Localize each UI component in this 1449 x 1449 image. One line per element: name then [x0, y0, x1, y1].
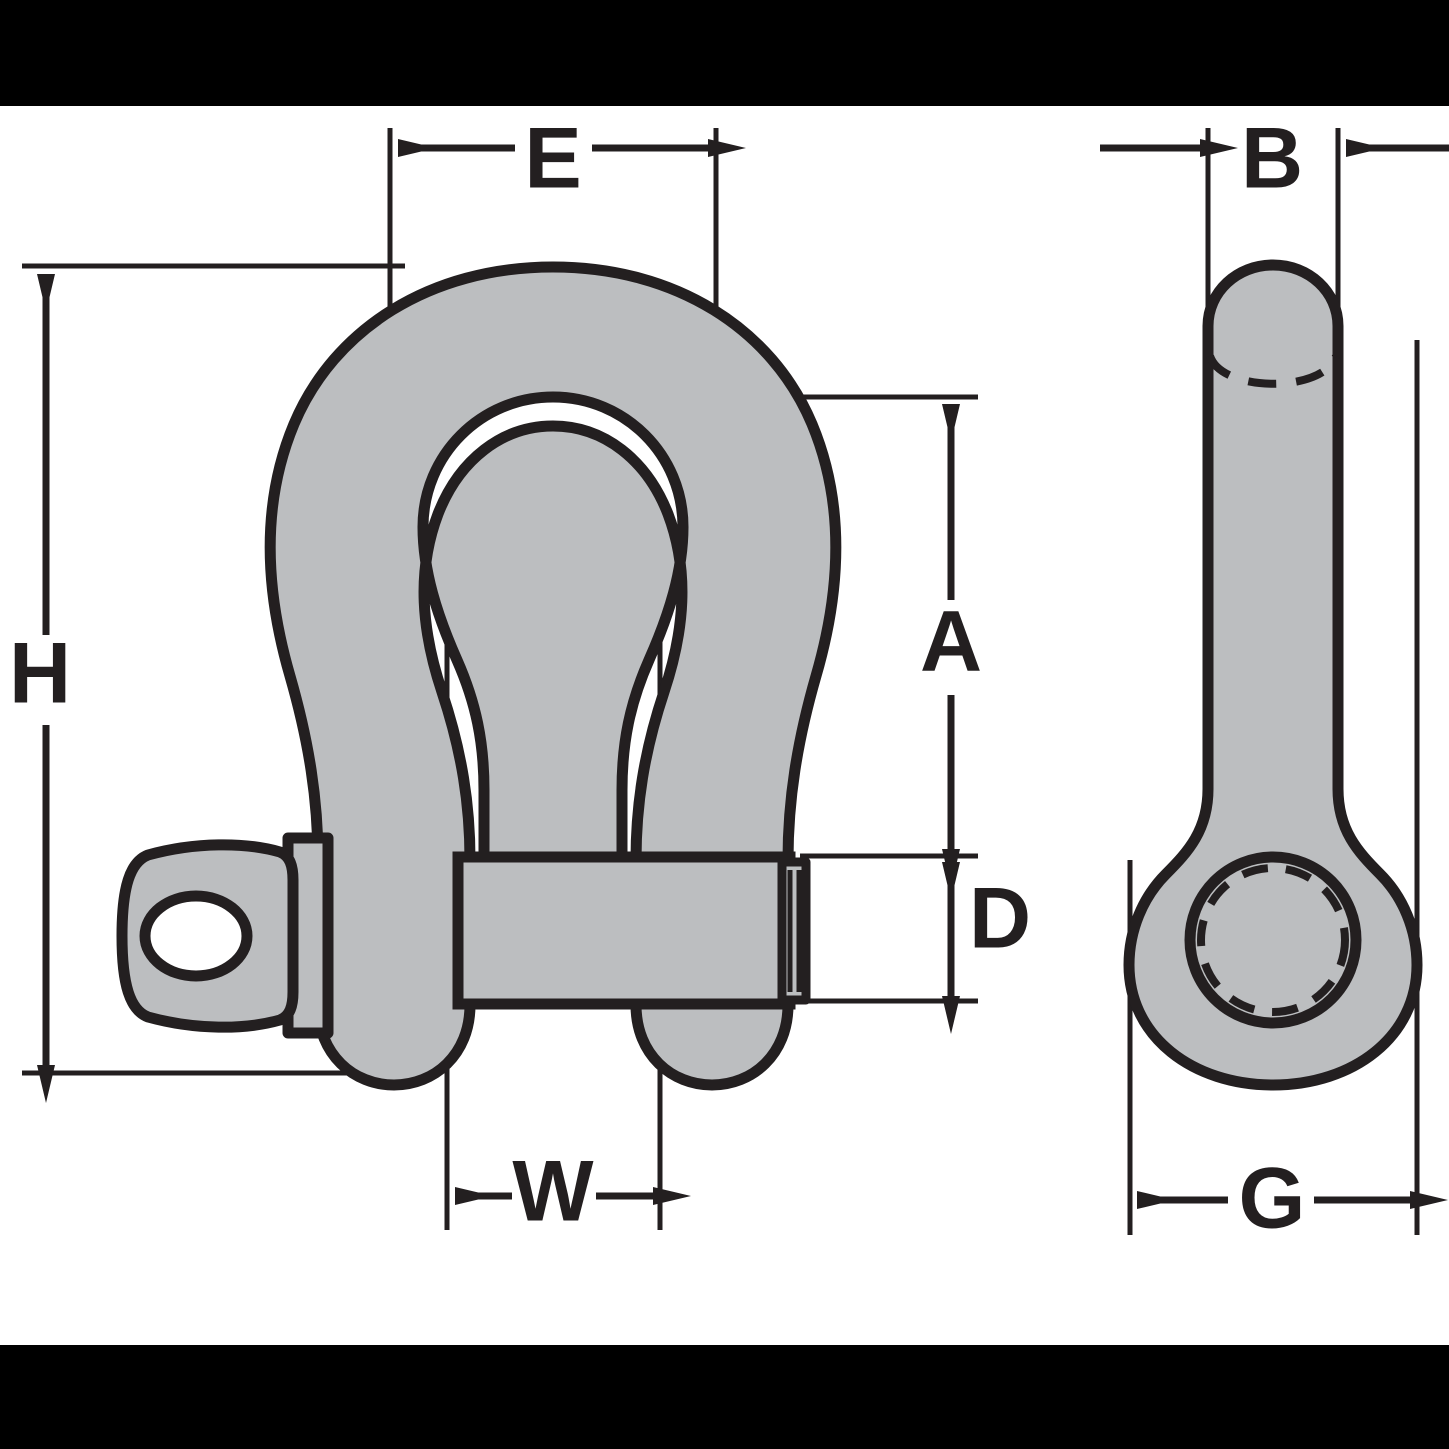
- side-view-shackle-leg: [1123, 259, 1423, 1091]
- pin-thread-body: [777, 857, 811, 1005]
- side-view-outline: [1123, 259, 1423, 1091]
- dimension-D: D: [942, 862, 1031, 1034]
- dimension-label-e: E: [524, 111, 581, 207]
- side-view-hidden-arc-top: [1206, 354, 1340, 388]
- pin-threaded-end: [777, 857, 811, 1005]
- dimension-H: H: [9, 274, 71, 1103]
- letterbox-band-bottom: [0, 1345, 1449, 1449]
- dimension-A: A: [920, 404, 982, 887]
- front-view-screw-pin: [116, 832, 811, 1039]
- pin-head: [116, 839, 299, 1033]
- pin-shank: [452, 851, 796, 1010]
- dimension-label-b: B: [1241, 111, 1303, 207]
- dimension-W: W: [455, 1144, 691, 1240]
- side-view-eye-hole-hidden: [1197, 864, 1349, 1016]
- letterbox-band-top: [0, 0, 1449, 106]
- dimension-E: E: [398, 111, 746, 207]
- dimension-label-h: H: [9, 626, 71, 722]
- dimension-G: G: [1137, 1151, 1448, 1247]
- dimension-B: B: [1100, 111, 1449, 207]
- dimension-label-w: W: [512, 1144, 594, 1240]
- side-view-eye-hole: [1184, 851, 1362, 1029]
- dimension-label-d: D: [969, 871, 1031, 967]
- dimension-label-g: G: [1239, 1151, 1306, 1247]
- dimension-label-a: A: [920, 594, 982, 690]
